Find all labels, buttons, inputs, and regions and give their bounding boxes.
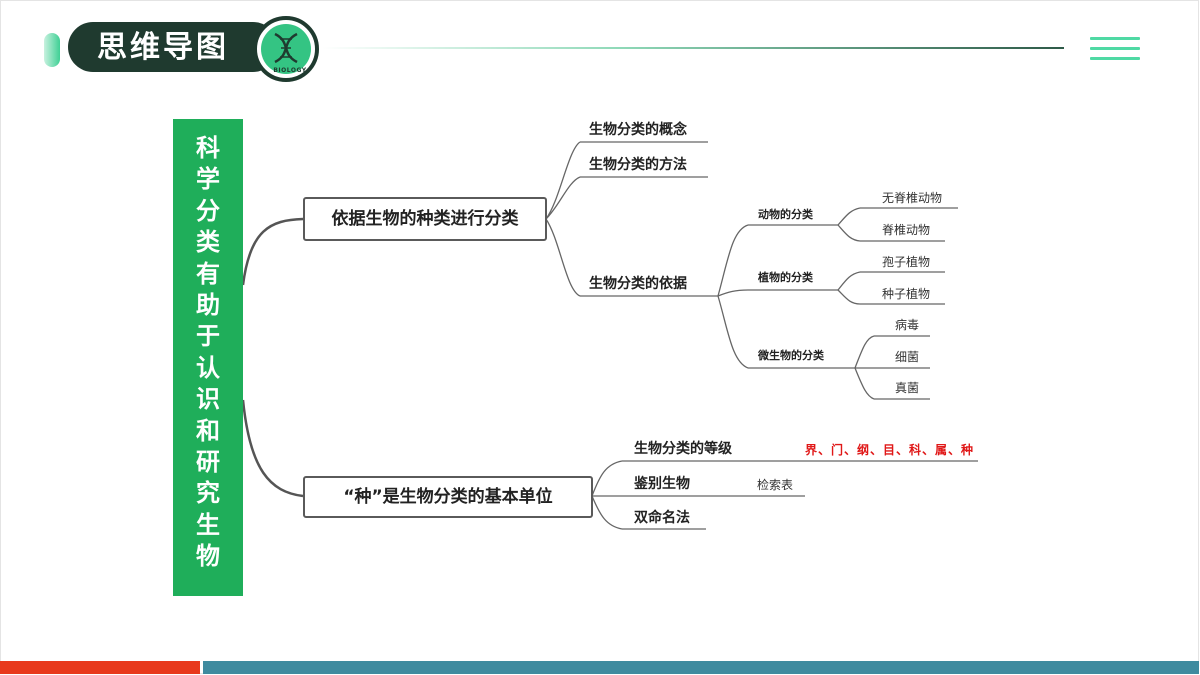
root-char: 助 bbox=[196, 291, 220, 320]
root-node: 科学分类有助于认识和研究生物 bbox=[173, 119, 243, 596]
footer-bar-blue bbox=[203, 661, 1199, 674]
connector-basis bbox=[545, 218, 581, 297]
identify-label: 鉴别生物 bbox=[634, 476, 690, 492]
leaf-virus: 病毒 bbox=[895, 318, 920, 332]
root-char: 类 bbox=[196, 228, 220, 257]
connector-root-branch1 bbox=[241, 217, 304, 286]
dna-icon bbox=[274, 32, 298, 64]
header-accent-pill bbox=[44, 33, 60, 67]
root-char: 生 bbox=[196, 510, 220, 539]
connector-concept bbox=[545, 141, 581, 220]
leaf-bacteria: 细菌 bbox=[895, 350, 920, 364]
dna-leaf-icon: BIOLOGY bbox=[253, 16, 319, 82]
root-char: 认 bbox=[196, 353, 220, 382]
concept-label: 生物分类的概念 bbox=[589, 122, 687, 138]
microbe-label: 微生物的分类 bbox=[758, 349, 824, 362]
menu-icon[interactable] bbox=[1090, 37, 1140, 61]
leaf-seed-plant: 种子植物 bbox=[882, 287, 931, 301]
basis-label: 生物分类的依据 bbox=[589, 276, 687, 292]
leaf-fungi: 真菌 bbox=[895, 381, 920, 395]
rank-detail: 界、门、纲、目、科、属、种 bbox=[805, 443, 975, 457]
animal-label: 动物的分类 bbox=[758, 208, 813, 221]
logo-circle bbox=[261, 24, 311, 74]
footer-bar-red bbox=[0, 661, 200, 674]
leaf-vertebrate: 脊椎动物 bbox=[882, 223, 931, 237]
header-divider bbox=[322, 47, 1064, 49]
root-char: 研 bbox=[196, 448, 220, 477]
branch1-node: 依据生物的种类进行分类 bbox=[303, 197, 547, 241]
leaf-invertebrate: 无脊椎动物 bbox=[882, 191, 943, 205]
branch2-node: “种”是生物分类的基本单位 bbox=[303, 476, 593, 518]
root-char: 有 bbox=[196, 259, 220, 288]
plant-label: 植物的分类 bbox=[758, 271, 813, 284]
logo-text: BIOLOGY bbox=[273, 67, 307, 74]
connector-rank bbox=[591, 460, 623, 497]
connector-microbe bbox=[717, 295, 749, 369]
rank-label: 生物分类的等级 bbox=[634, 441, 732, 457]
connector-binomial bbox=[591, 495, 623, 530]
connector-plant bbox=[717, 289, 749, 297]
header-title: 思维导图 bbox=[97, 30, 229, 65]
root-char: 和 bbox=[196, 416, 220, 445]
connector-animal bbox=[717, 224, 749, 297]
root-char: 于 bbox=[196, 322, 220, 351]
root-node-text: 科学分类有助于认识和研究生物 bbox=[173, 133, 243, 573]
header-title-pill bbox=[68, 22, 278, 72]
leaf-spore-plant: 孢子植物 bbox=[882, 255, 931, 269]
method-label: 生物分类的方法 bbox=[589, 157, 687, 173]
root-char: 究 bbox=[196, 479, 220, 508]
root-char: 分 bbox=[196, 196, 220, 225]
identify-detail: 检索表 bbox=[757, 478, 794, 492]
root-char: 科 bbox=[196, 134, 220, 162]
binomial-label: 双命名法 bbox=[634, 510, 690, 526]
connector-method bbox=[545, 176, 581, 220]
root-char: 识 bbox=[196, 385, 220, 414]
connector-root-branch2 bbox=[241, 399, 304, 498]
root-char: 物 bbox=[196, 542, 220, 571]
root-char: 学 bbox=[196, 165, 220, 194]
